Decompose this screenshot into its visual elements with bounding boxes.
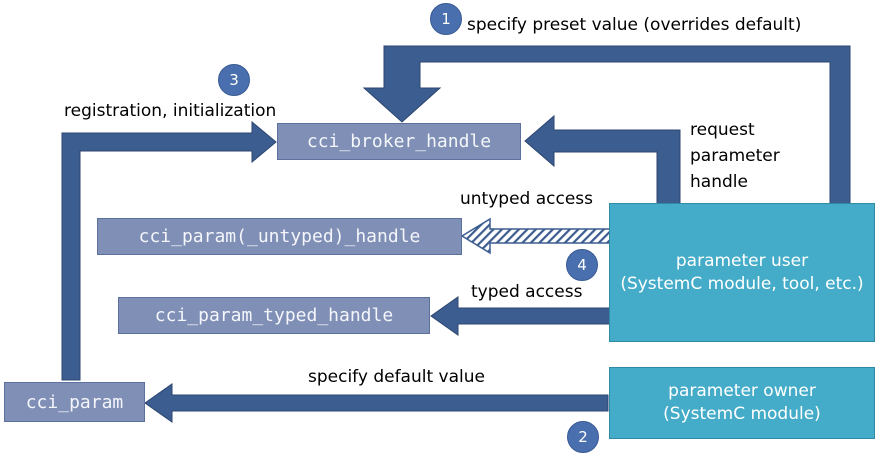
broker-handle-box: cci_broker_handle xyxy=(277,123,521,160)
preset-value-arrow xyxy=(362,45,851,206)
broker-handle-label: cci_broker_handle xyxy=(306,131,492,152)
untyped-access-label: untyped access xyxy=(460,189,594,209)
untyped-handle-label: cci_param(_untyped)_handle xyxy=(138,226,421,247)
parameter-user-box: parameter user (SystemC module, tool, et… xyxy=(609,203,875,342)
parameter-owner-title: parameter owner xyxy=(668,381,816,401)
parameter-user-subtitle: (SystemC module, tool, etc.) xyxy=(620,273,864,294)
typed-handle-box: cci_param_typed_handle xyxy=(118,297,430,334)
step-badge-1: 1 xyxy=(430,3,462,35)
step-badge-4: 4 xyxy=(566,249,598,281)
typed-handle-label: cci_param_typed_handle xyxy=(154,305,394,326)
untyped-handle-box: cci_param(_untyped)_handle xyxy=(97,218,462,255)
step-badge-3: 3 xyxy=(218,64,250,96)
cci-param-label: cci_param xyxy=(25,391,124,413)
parameter-owner-box: parameter owner (SystemC module) xyxy=(609,367,875,439)
request-label-line1: request xyxy=(690,120,755,140)
registration-arrow xyxy=(61,120,277,381)
step-badge-2: 2 xyxy=(567,421,599,453)
cci-param-box: cci_param xyxy=(4,382,145,422)
preset-value-label: specify preset value (overrides default) xyxy=(467,15,802,35)
request-label-line3: handle xyxy=(690,172,748,192)
default-value-arrow xyxy=(144,383,609,423)
registration-label: registration, initialization xyxy=(64,101,277,121)
parameter-user-title: parameter user xyxy=(675,250,809,271)
parameter-owner-subtitle: (SystemC module) xyxy=(663,404,821,424)
request-label-line2: parameter xyxy=(690,146,780,166)
request-handle-arrow xyxy=(524,114,681,206)
typed-access-label: typed access xyxy=(471,282,583,302)
untyped-access-arrow xyxy=(460,217,611,255)
typed-access-arrow xyxy=(430,296,611,336)
default-value-label: specify default value xyxy=(308,367,485,387)
